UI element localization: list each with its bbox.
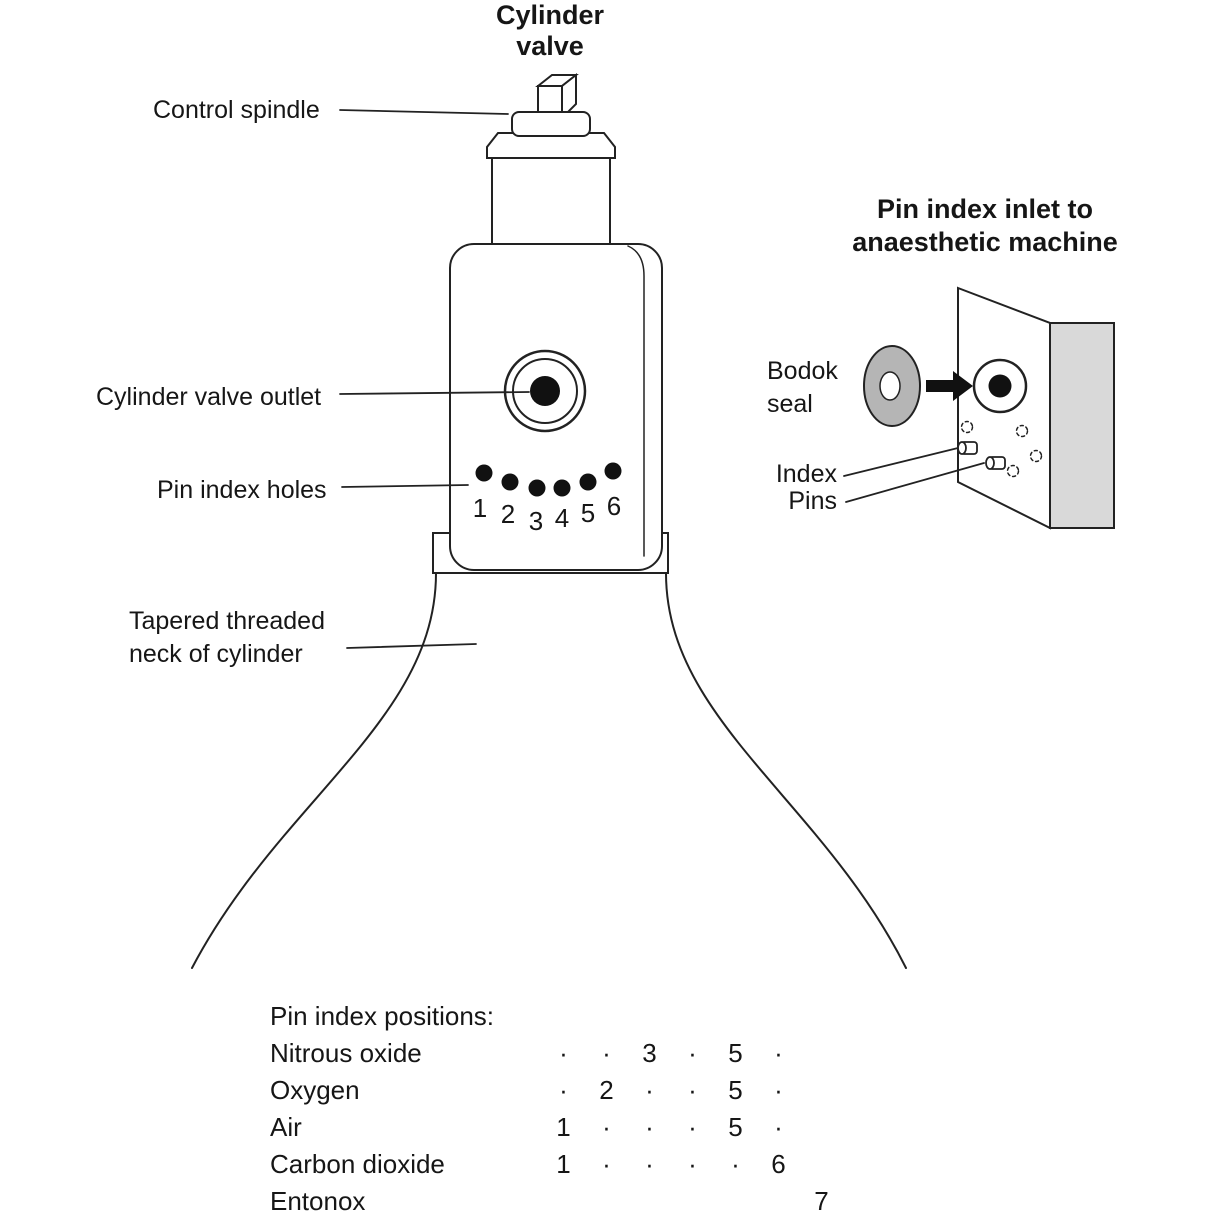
panel-side-face (1049, 322, 1115, 529)
pin-position: · (602, 1038, 611, 1068)
bodok-seal-label: Bodok seal (767, 357, 838, 418)
valve-outlet-leader-line (339, 391, 530, 395)
pin-number-3: 3 (528, 506, 544, 536)
tapered-neck-leader-line (346, 643, 477, 649)
inlet-panel-drawing (957, 286, 1115, 530)
bodok-seal-drawing (863, 345, 921, 427)
empty-pin-holes (960, 420, 1043, 478)
table-row-entonox: Entonox 7 (270, 1183, 843, 1214)
outlet-bore (530, 376, 560, 406)
cylinder-shoulder-left (191, 572, 437, 969)
pin-position: · (688, 1075, 697, 1105)
index-pins-label: Index Pins (775, 460, 837, 515)
table-row-oxygen: Oxygen · 2 · · 5 · (270, 1072, 843, 1109)
pin-number-4: 4 (554, 503, 570, 533)
pin-position: · (688, 1112, 697, 1142)
control-spindle-leader-line (339, 109, 509, 115)
pin-position: 3 (642, 1038, 657, 1068)
index-pin-leader-line-2 (845, 462, 985, 503)
pin-position: · (731, 1149, 740, 1179)
inset-title: Pin index inlet to anaesthetic machine (852, 194, 1118, 257)
empty-pin-hole (1006, 464, 1020, 478)
pin-position: · (688, 1149, 697, 1179)
valve-block (449, 243, 663, 571)
pin-hole-3 (528, 479, 546, 497)
pin-position: · (774, 1112, 783, 1142)
pin-hole-2 (501, 473, 519, 491)
pin-position: 6 (771, 1149, 786, 1179)
pin-index-table: Pin index positions: Nitrous oxide · · 3… (270, 998, 843, 1214)
empty-pin-hole (960, 420, 974, 434)
tapered-neck-label: Tapered threaded neck of cylinder (129, 607, 325, 668)
empty-pin-hole (1029, 449, 1043, 463)
gas-name: Entonox (270, 1186, 366, 1214)
gas-name: Nitrous oxide (270, 1038, 422, 1068)
diagram-title: Cylinder valve (495, 0, 605, 61)
table-row-air: Air 1 · · · 5 · (270, 1109, 843, 1146)
pin-number-6: 6 (606, 491, 622, 521)
pin-position: · (645, 1075, 654, 1105)
index-pin-cap-1 (957, 441, 967, 455)
cylinder-valve-outlet-drawing (503, 349, 587, 433)
index-pin-leader-line-1 (843, 447, 959, 477)
pin-hole-6 (604, 462, 622, 480)
leader-lines (339, 109, 985, 649)
gas-name: Carbon dioxide (270, 1149, 445, 1179)
table-row-carbon-dioxide: Carbon dioxide 1 · · · · 6 (270, 1146, 843, 1183)
control-spindle-drawing (535, 72, 579, 121)
pin-position: 5 (728, 1075, 743, 1105)
valve-block-contour-line (627, 245, 645, 557)
outlet-inner-ring (512, 358, 578, 424)
pin-position: · (559, 1038, 568, 1068)
pin-index-holes-leader-line (341, 484, 469, 488)
pin-position: 2 (599, 1075, 614, 1105)
pin-index-holes-drawing (475, 462, 622, 497)
spindle-gland-cap (511, 111, 591, 137)
gas-name: Air (270, 1112, 302, 1142)
pin-index-holes-label: Pin index holes (157, 476, 327, 504)
pin-position: · (774, 1038, 783, 1068)
cylinder-shoulder-right (665, 572, 907, 969)
pin-position: 1 (556, 1149, 571, 1179)
pin-position: · (688, 1038, 697, 1068)
pin-index-table-title: Pin index positions: (270, 1001, 495, 1031)
pin-position: · (602, 1149, 611, 1179)
pin-number-5: 5 (580, 498, 596, 528)
pin-hole-5 (579, 473, 597, 491)
pin-position: 5 (728, 1112, 743, 1142)
pin-position: 1 (556, 1112, 571, 1142)
pin-position: · (645, 1149, 654, 1179)
bodok-seal-hole (879, 371, 901, 401)
pin-position: · (645, 1112, 654, 1142)
outlet-outer-ring (503, 349, 587, 433)
valve-gland-nut (486, 132, 616, 159)
control-spindle-label: Control spindle (153, 96, 320, 124)
arrow-right-icon (926, 371, 973, 401)
table-row-nitrous-oxide: Nitrous oxide · · 3 · 5 · (270, 1035, 843, 1072)
pin-hole-1 (475, 464, 493, 482)
empty-pin-hole (1015, 424, 1029, 438)
pin-position: 7 (814, 1186, 829, 1214)
pin-position: · (602, 1112, 611, 1142)
inlet-port-bore (988, 374, 1012, 398)
pin-number-2: 2 (500, 499, 516, 529)
index-pin-cap-2 (985, 456, 995, 470)
pin-position: · (559, 1075, 568, 1105)
gas-name: Oxygen (270, 1075, 360, 1105)
valve-outlet-label: Cylinder valve outlet (96, 383, 322, 411)
pin-position: 5 (728, 1038, 743, 1068)
pin-number-1: 1 (472, 493, 488, 523)
pin-position: · (774, 1075, 783, 1105)
pin-hole-4 (553, 479, 571, 497)
